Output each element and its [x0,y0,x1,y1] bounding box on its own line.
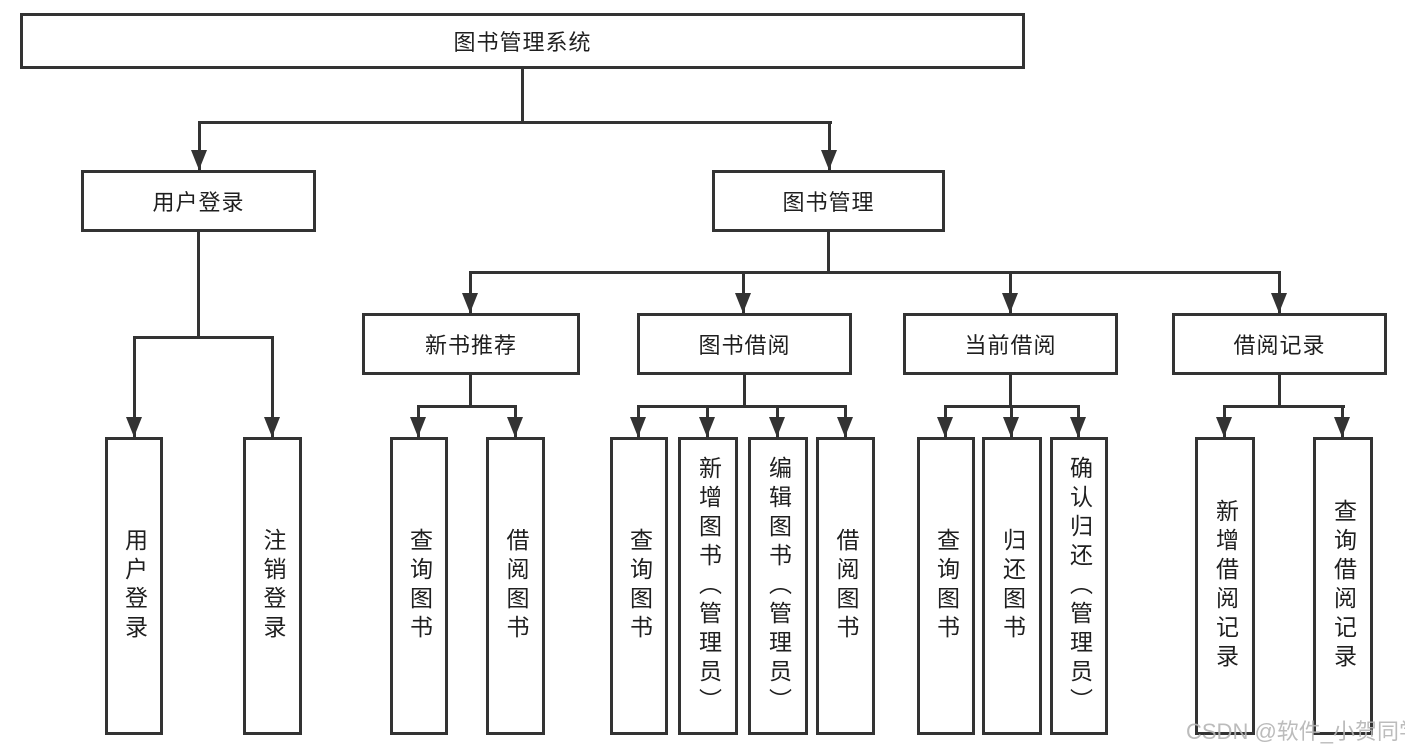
connector-line [133,336,274,339]
arrow-down-icon [126,417,142,437]
arrow-down-icon [410,417,426,437]
arrow-down-icon [630,417,646,437]
node-label: 图书管理系统 [453,30,592,55]
node-label: 借阅图书 [503,528,529,644]
connector-line [827,232,830,272]
connector-line [271,336,274,437]
node-borrowing-records: 借阅记录 [1172,313,1387,375]
node-label: 确认归还（管理员） [1066,455,1093,717]
arrow-down-icon [462,293,478,313]
node-current-borrowing: 当前借阅 [903,313,1118,375]
node-label: 新增借阅记录 [1212,499,1239,673]
connector-line [197,232,200,336]
connector-line [1278,375,1281,405]
node-label: 查询图书 [406,528,433,644]
arrow-down-icon [821,150,837,170]
node-book-borrowing: 图书借阅 [637,313,852,375]
arrow-down-icon [769,417,785,437]
arrow-down-icon [1334,417,1350,437]
node-add-borrow-record: 新增借阅记录 [1195,437,1255,735]
node-label: 图书借阅 [698,333,791,358]
arrow-down-icon [1002,293,1018,313]
connector-line [1223,405,1345,408]
node-user-login: 用户登录 [81,170,316,232]
connector-line [1009,271,1012,313]
arrow-down-icon [507,417,523,437]
node-confirm-return-admin: 确认归还（管理员） [1050,437,1108,735]
node-return-books: 归还图书 [982,437,1042,735]
node-query-books-newbook: 查询图书 [390,437,448,735]
arrow-down-icon [191,150,207,170]
arrow-down-icon [264,417,280,437]
node-user-login-leaf: 用户登录 [105,437,163,735]
node-label: 用户登录 [152,190,245,215]
connector-line [1278,271,1281,313]
node-edit-books-admin: 编辑图书（管理员） [748,437,808,735]
connector-line [1009,375,1012,405]
node-label: 图书管理 [782,190,875,215]
arrow-down-icon [937,417,953,437]
node-label: 用户登录 [121,528,148,644]
arrow-down-icon [1003,417,1019,437]
connector-line [469,271,1281,274]
connector-line [828,121,831,170]
node-query-books-current: 查询图书 [917,437,975,735]
arrow-down-icon [1271,293,1287,313]
arrow-down-icon [735,293,751,313]
node-label: 借阅图书 [833,528,859,644]
node-label: 查询借阅记录 [1330,499,1357,673]
node-query-borrow-record: 查询借阅记录 [1313,437,1373,735]
connector-line [198,121,201,170]
connector-line [637,405,847,408]
node-label: 归还图书 [999,528,1026,644]
connector-line [198,121,832,124]
connector-line [742,271,745,313]
node-label: 注销登录 [260,528,286,644]
node-library-management-system: 图书管理系统 [20,13,1025,69]
arrow-down-icon [1070,417,1086,437]
arrow-down-icon [837,417,853,437]
node-logout: 注销登录 [243,437,302,735]
arrow-down-icon [699,417,715,437]
connector-line [521,69,524,122]
node-label: 当前借阅 [964,333,1057,358]
node-label: 借阅记录 [1233,333,1326,358]
watermark: CSDN @软件_小贺同学 [1186,719,1405,744]
node-label: 编辑图书（管理员） [765,455,792,717]
node-borrow-books-borrowing: 借阅图书 [816,437,875,735]
arrow-down-icon [1216,417,1232,437]
node-book-management: 图书管理 [712,170,945,232]
node-label: 新书推荐 [424,333,517,358]
connector-line [469,375,472,405]
node-borrow-books-newbook: 借阅图书 [486,437,545,735]
node-new-book-recommendation: 新书推荐 [362,313,580,375]
node-add-books-admin: 新增图书（管理员） [678,437,738,735]
node-label: 新增图书（管理员） [695,455,722,717]
node-label: 查询图书 [626,528,653,644]
node-query-books-borrowing: 查询图书 [610,437,668,735]
connector-line [743,375,746,405]
connector-line [417,405,517,408]
connector-line [133,336,136,437]
connector-line [469,271,472,313]
node-label: 查询图书 [933,528,960,644]
